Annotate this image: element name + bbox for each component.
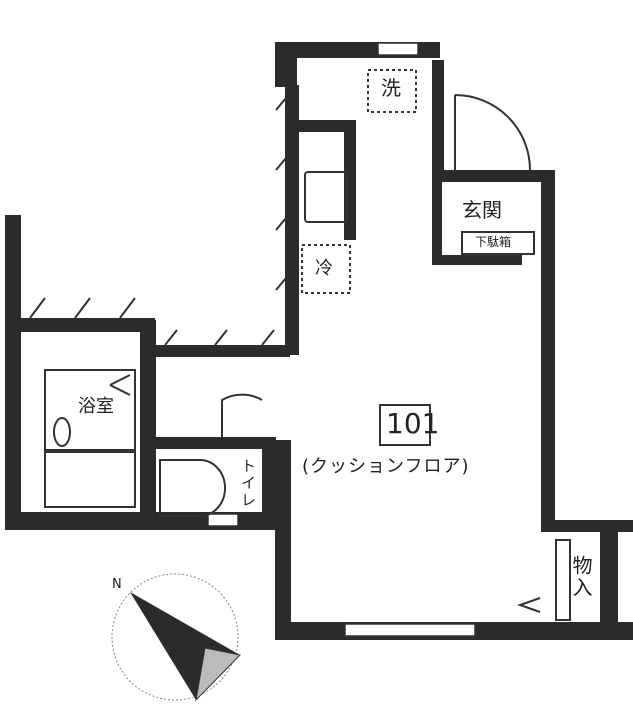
wall-bath-bottom: [5, 512, 290, 530]
wall-bath-right: [140, 320, 156, 530]
room-number-box: [379, 404, 431, 446]
wall-closet-right: [600, 520, 618, 630]
entry-door-swing: [454, 94, 531, 172]
bathtub: [44, 451, 136, 508]
closet-door: [555, 539, 571, 621]
wall-hatch: [275, 97, 287, 291]
closet-label: 物入: [569, 555, 593, 599]
balcony-hatch: [29, 297, 275, 346]
wall-toilet-right: [262, 437, 276, 530]
closet-door-swing: [516, 597, 541, 613]
bath-drain: [53, 417, 71, 447]
window-kitchen: [377, 42, 419, 56]
compass-north-label: N: [112, 577, 122, 592]
wall-right: [541, 170, 555, 530]
bath-faucet: [109, 374, 131, 396]
stove: [304, 171, 348, 223]
toilet-label: トイレ: [239, 458, 257, 509]
entrance-label: 玄関: [462, 198, 502, 222]
wall-entry-left-upper: [432, 60, 444, 170]
wall-left: [5, 215, 21, 530]
wall-toilet-top: [140, 437, 275, 449]
wall-kitchen-left: [285, 85, 299, 355]
compass: [111, 573, 242, 702]
floor-type-label: (クッションフロア): [302, 456, 470, 477]
fridge-label: 冷: [315, 258, 333, 279]
wall-bath-top: [5, 318, 155, 332]
walls: [5, 42, 633, 640]
compass-arrow-icon: [130, 592, 240, 700]
wall-main-left: [275, 440, 291, 640]
wall-entry-top: [432, 170, 555, 182]
room-number: 101: [386, 407, 440, 440]
shoe-box: [461, 231, 535, 255]
fridge-space: [301, 244, 351, 294]
bathroom-label: 浴室: [78, 396, 114, 417]
wall-kitchen-left-top: [275, 42, 297, 87]
wall-entry-bottom: [432, 255, 522, 265]
wall-kitchen-counter-top: [296, 120, 356, 132]
window-main: [344, 623, 476, 637]
wall-closet-top: [541, 520, 633, 532]
washer-label: 洗: [381, 76, 401, 100]
shoe-box-label: 下駄箱: [475, 235, 512, 249]
wall-entry-left: [432, 170, 442, 265]
bathroom-floor: [44, 369, 136, 451]
window-toilet: [207, 513, 239, 527]
toilet-door-swing: [221, 393, 263, 437]
toilet-bowl: [159, 459, 226, 517]
washer-space: [367, 69, 417, 113]
compass-circle: [111, 573, 239, 701]
wall-bath-top-right: [140, 345, 290, 357]
